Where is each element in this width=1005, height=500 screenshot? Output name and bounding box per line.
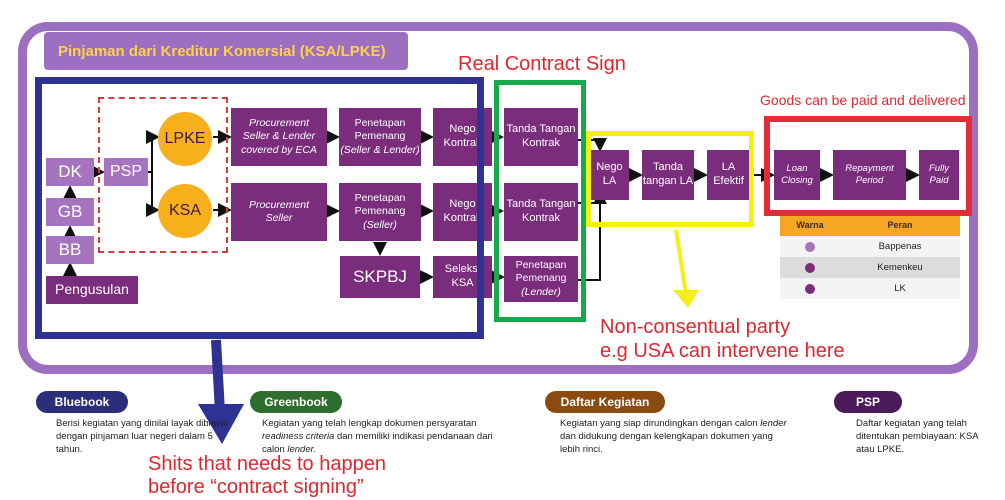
procurement-seller-box: Procurement Seller <box>231 183 327 241</box>
legend-label: Kemenkeu <box>877 262 923 273</box>
penetapan-seller-lender-box: Penetapan Pemenang (Seller & Lender) <box>339 108 421 166</box>
outer-frame <box>18 22 978 374</box>
penetapan-label: Penetapan Pemenang <box>354 192 406 218</box>
daftar-kegiatan-desc: Kegiatan yang siap dirundingkan dengan c… <box>560 418 787 455</box>
goods-note: Goods can be paid and delivered <box>760 92 966 108</box>
greenbook-desc: Kegiatan yang telah lengkap dokumen pers… <box>262 418 493 455</box>
pengusulan-box: Pengusulan <box>46 276 138 304</box>
dk-box: DK <box>46 158 94 186</box>
penetapan-sub: (Seller & Lender) <box>340 143 420 156</box>
nego-la-box: Nego LA <box>590 150 629 200</box>
penetapan-sub: (Lender) <box>521 285 561 298</box>
tanda-tangan-la-box: Tanda tangan LA <box>642 150 694 200</box>
legend-col-warna: Warna <box>796 220 824 230</box>
penetapan-lender-box: Penetapan Pemenang (Lender) <box>504 256 578 302</box>
psp-badge: PSP <box>834 391 902 413</box>
payment-highlight <box>764 116 972 216</box>
greenbook-badge: Greenbook <box>250 391 342 413</box>
kemenkeu-color-dot <box>805 262 815 273</box>
legend-table: Warna Peran Bappenas Kemenkeu LK <box>780 214 960 299</box>
pre-signing-highlight <box>35 77 484 339</box>
penetapan-label: Penetapan Pemenang <box>515 259 567 285</box>
non-consentual-note-2: e.g USA can intervene here <box>600 340 845 362</box>
legend-label: Bappenas <box>878 241 922 252</box>
penetapan-seller-box: Penetapan Pemenang (Seller) <box>339 183 421 241</box>
daftar-kegiatan-badge: Daftar Kegiatan <box>545 391 665 413</box>
legend-col-peran: Peran <box>887 220 913 230</box>
lpke-circle: LPKE <box>158 112 212 166</box>
bb-box: BB <box>46 236 94 264</box>
legend-row: LK <box>780 278 960 299</box>
legend-header: Warna Peran <box>780 214 960 236</box>
bappenas-color-dot <box>805 241 815 252</box>
non-consentual-note-1: Non-consentual party <box>600 316 791 338</box>
psp-box: PSP <box>104 158 148 186</box>
repayment-period-box: Repayment Period <box>833 150 906 200</box>
penetapan-label: Penetapan Pemenang <box>354 117 406 143</box>
bluebook-badge: Bluebook <box>36 391 128 413</box>
contract-sign-highlight <box>494 80 586 322</box>
la-efektif-box: LA Efektif <box>707 150 750 200</box>
real-contract-note: Real Contract Sign <box>458 53 626 75</box>
legend-row: Bappenas <box>780 236 960 257</box>
tanda-tangan-kontrak-2-box: Tanda Tangan Kontrak <box>504 183 578 241</box>
legend-label: LK <box>894 283 906 294</box>
pre-signing-note-2: before “contract signing” <box>148 476 364 498</box>
psp-dashed-group <box>98 97 228 253</box>
procurement-seller-lender-box: Procurement Seller & Lender covered by E… <box>231 108 327 166</box>
psp-desc: Daftar kegiatan yang telah ditentukan pe… <box>856 418 979 455</box>
loan-closing-box: Loan Closing <box>774 150 820 200</box>
lk-color-dot <box>805 283 815 294</box>
legend-row: Kemenkeu <box>780 257 960 278</box>
la-highlight <box>586 131 754 227</box>
ksa-circle: KSA <box>158 184 212 238</box>
tanda-tangan-kontrak-1-box: Tanda Tangan Kontrak <box>504 108 578 166</box>
penetapan-sub: (Seller) <box>363 218 397 231</box>
gb-box: GB <box>46 198 94 226</box>
page-title: Pinjaman dari Kreditur Komersial (KSA/LP… <box>44 32 408 70</box>
pre-signing-note-1: Shits that needs to happen <box>148 453 386 475</box>
fully-paid-box: Fully Paid <box>919 150 959 200</box>
bluebook-desc: Berisi kegiatan yang dinilai layak dibia… <box>56 418 229 455</box>
skpbj-box: SKPBJ <box>340 256 420 298</box>
